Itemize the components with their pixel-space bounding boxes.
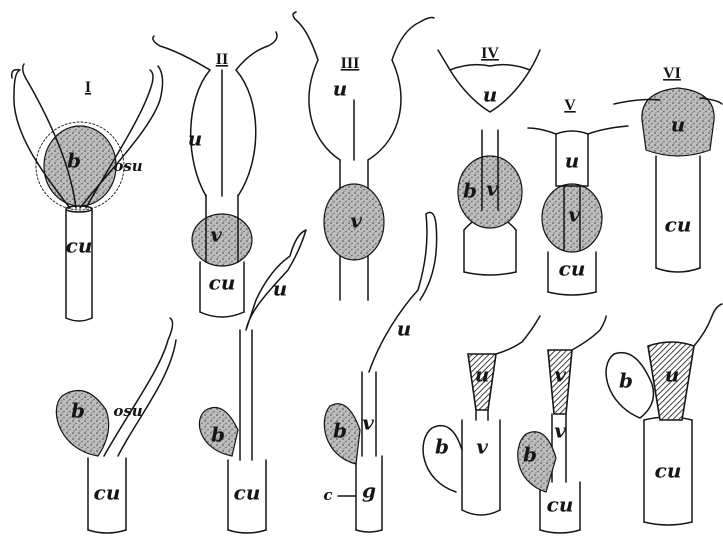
label-b: b <box>71 399 85 423</box>
label-b: b <box>67 149 81 173</box>
label-cu: cu <box>234 481 261 505</box>
label-cu: cu <box>665 213 692 237</box>
label-u: u <box>483 83 498 107</box>
stage-II: II u v cu <box>153 32 277 317</box>
numeral-II: II <box>216 51 228 68</box>
label-cu: cu <box>547 493 574 517</box>
label-v: v <box>568 203 580 227</box>
label-u: u <box>273 277 288 301</box>
label-v: v <box>210 223 222 247</box>
label-g: g <box>362 479 376 503</box>
label-b: b <box>523 443 537 467</box>
label-b: b <box>435 435 449 459</box>
stage-IV: IV u b v <box>438 45 540 275</box>
label-u: u <box>397 317 412 341</box>
stage-V: V u v cu <box>528 97 628 295</box>
bottom-stage-1: b osu cu <box>56 318 176 533</box>
label-cu: cu <box>94 481 121 505</box>
tube-v <box>462 420 500 510</box>
label-u: u <box>665 363 680 387</box>
label-b: b <box>333 419 347 443</box>
label-b: b <box>463 179 477 203</box>
stage-III: III u v <box>293 12 434 300</box>
label-osu: osu <box>113 157 142 175</box>
numeral-IV: IV <box>481 45 499 62</box>
bottom-stage-5: b v v cu <box>518 316 606 533</box>
numeral-VI: VI <box>663 65 681 82</box>
bottom-stage-6: b u cu <box>606 304 722 525</box>
label-cu: cu <box>655 459 682 483</box>
label-v: v <box>476 435 488 459</box>
label-u: u <box>475 363 490 387</box>
label-b: b <box>211 423 225 447</box>
numeral-I: I <box>85 79 91 96</box>
label-u: u <box>671 113 686 137</box>
label-osu: osu <box>113 402 142 420</box>
numeral-III: III <box>341 55 360 72</box>
numeral-V: V <box>564 97 576 114</box>
tube-cu <box>66 210 92 318</box>
label-cu: cu <box>209 271 236 295</box>
label-v2: v <box>554 363 566 387</box>
label-v: v <box>554 419 566 443</box>
label-b: b <box>619 369 633 393</box>
label-u: u <box>188 127 203 151</box>
label-cu: cu <box>66 234 93 258</box>
left-petal <box>153 36 210 196</box>
bottom-stage-4: b v u <box>423 316 540 515</box>
tube-cu <box>464 230 516 272</box>
label-v: v <box>350 209 362 233</box>
stage-VI: VI u cu <box>614 65 722 272</box>
label-v: v <box>486 177 498 201</box>
stage-I: I cu b osu <box>12 64 163 321</box>
stalk <box>240 330 252 460</box>
label-u: u <box>333 77 348 101</box>
label-c: c <box>323 486 332 504</box>
label-v: v <box>362 411 374 435</box>
label-u: u <box>565 149 580 173</box>
label-cu: cu <box>559 257 586 281</box>
